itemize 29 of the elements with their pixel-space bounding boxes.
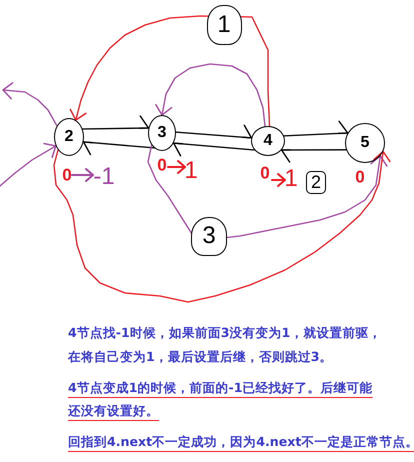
node-circle: 5 [345,123,385,163]
node-circle: 3 [148,115,176,151]
circled-number: 3 [191,216,227,256]
arrow [172,142,256,156]
status-value: 1 [284,167,298,191]
arrow [155,63,266,127]
note-text: 4节点变成1的时候，前面的-1已经找好了。后继可能还没有设置好。 [68,379,374,420]
status-value: -1 [93,165,115,189]
arrow [2,82,58,126]
status-value: 0 [260,164,270,182]
arrow [283,120,348,137]
arrow [53,149,391,303]
note-text: 回指到4.next不一定成功，因为4.next不一定是正常节点。 [68,433,414,451]
arrow [147,144,388,241]
arrow [280,149,347,163]
node-circle: 4 [251,126,285,156]
arrow [82,141,155,156]
status-value: 0 [157,156,167,174]
status-value: 1 [184,159,198,183]
arrow [175,124,252,139]
arrow [70,15,270,127]
status-value: 0 [62,166,72,184]
circled-number: 2 [306,170,326,194]
node-circle: 2 [54,118,84,156]
note-text: 4节点找-1时候，如果前面3没有变为1，就设置前驱，在将自己变为1，最后设置后继，否则跳过3。 [68,324,382,366]
arrow [0,142,56,187]
arrow [82,115,150,130]
circled-number: 1 [206,5,242,45]
status-value: 0 [355,168,365,186]
